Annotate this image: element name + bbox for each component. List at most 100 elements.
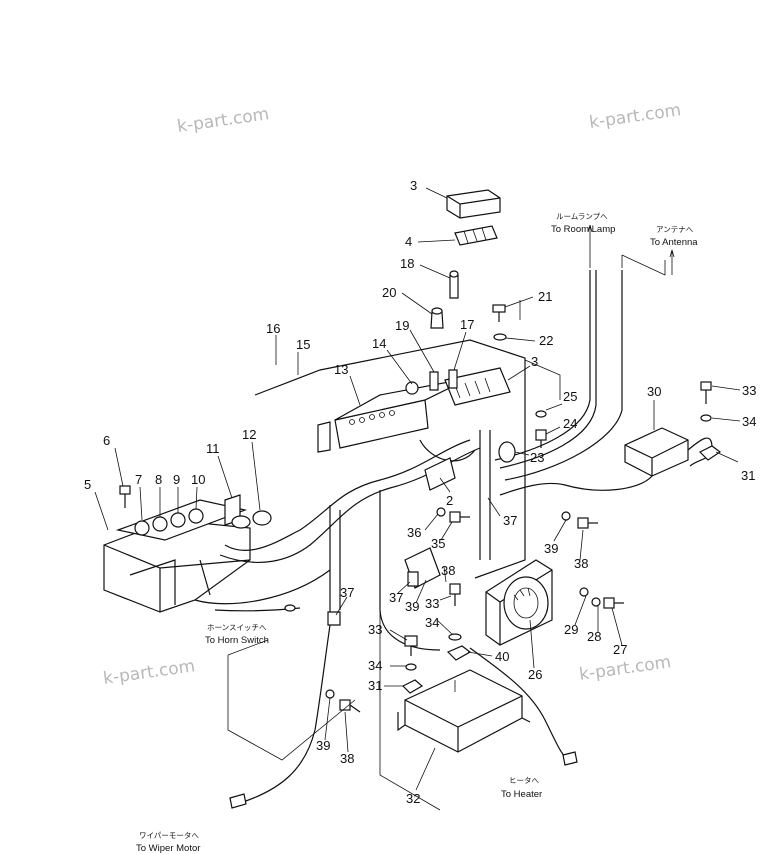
callout-33: 33 [368, 622, 382, 637]
destination-wiper-motor: ワイパーモータへ To Wiper Motor [136, 831, 200, 854]
horn-connector [284, 604, 296, 612]
washer-part [579, 587, 589, 597]
callout-3: 3 [531, 354, 538, 369]
screw-part [492, 304, 506, 322]
heater-connector [562, 751, 578, 766]
washer-part [561, 511, 571, 521]
switch-panel-part [103, 499, 251, 613]
bulb-part [449, 270, 459, 299]
watermark-text: k-part.com [102, 656, 196, 689]
connector-part [498, 441, 516, 463]
washer-part [535, 410, 547, 418]
washer-part [493, 333, 507, 341]
room-lamp-label-jp: ルームランプへ [556, 212, 608, 221]
destination-room-lamp: ルームランプへ To Room Lamp [551, 212, 615, 235]
callout-39: 39 [544, 541, 558, 556]
screw-part [119, 485, 131, 508]
callout-5: 5 [84, 477, 91, 492]
screw-part [449, 511, 470, 523]
antenna-label-jp: アンテナへ [656, 225, 694, 234]
panel-outline [254, 339, 526, 579]
callout-3: 3 [410, 178, 417, 193]
heater-label: To Heater [501, 789, 542, 800]
callout-37: 37 [340, 585, 354, 600]
screw-part [603, 597, 624, 609]
wiper-connector [229, 793, 247, 809]
room-lamp-wire [499, 270, 597, 469]
washer-part [436, 507, 446, 517]
callout-6: 6 [103, 433, 110, 448]
callout-31: 31 [368, 678, 382, 693]
heater-unit-part [397, 669, 531, 753]
horn-label: To Horn Switch [205, 635, 269, 646]
callout-15: 15 [296, 337, 310, 352]
callout-21: 21 [538, 289, 552, 304]
callout-14: 14 [372, 336, 386, 351]
callout-25: 25 [563, 389, 577, 404]
wiper-label-jp: ワイパーモータへ [139, 831, 199, 840]
callout-28: 28 [587, 629, 601, 644]
callout-27: 27 [613, 642, 627, 657]
room-lamp-leader [587, 224, 593, 268]
washer-part [448, 633, 462, 641]
washer-part [405, 663, 417, 671]
callout-10: 10 [191, 472, 205, 487]
heater-wire [469, 647, 567, 759]
callout-23: 23 [530, 450, 544, 465]
callout-18: 18 [400, 256, 414, 271]
callout-37: 37 [389, 590, 403, 605]
callout-38: 38 [441, 563, 455, 578]
screw-part [449, 583, 461, 606]
leader-lines [94, 187, 741, 791]
callout-19: 19 [395, 318, 409, 333]
callout-38: 38 [340, 751, 354, 766]
callout-32: 32 [406, 791, 420, 806]
connector-part [407, 571, 419, 587]
destination-antenna: アンテナへ To Antenna [650, 225, 698, 248]
frame-outline [379, 610, 441, 811]
bracket-part [446, 645, 472, 661]
callout-11: 11 [206, 441, 220, 456]
callout-36: 36 [407, 525, 421, 540]
fuse-box-assembly [317, 367, 511, 453]
callout-34: 34 [425, 615, 439, 630]
callout-16: 16 [266, 321, 280, 336]
watermark-text: k-part.com [176, 104, 270, 137]
harness-wire [194, 569, 331, 605]
callout-2: 2 [446, 493, 453, 508]
bolt-part [535, 429, 547, 448]
callout-34: 34 [368, 658, 382, 673]
callout-4: 4 [405, 234, 412, 249]
fuse-set-part [454, 225, 498, 246]
wiper-wire [239, 624, 331, 804]
callout-12: 12 [242, 427, 256, 442]
screw-part [577, 517, 598, 529]
bracket-part [698, 445, 722, 461]
washer-part [325, 689, 335, 699]
harness-wire [224, 439, 471, 551]
callout-26: 26 [528, 667, 542, 682]
callout-7: 7 [135, 472, 142, 487]
callouts: 3 4 18 20 21 16 15 19 17 22 14 13 3 25 2… [84, 178, 756, 806]
bulb-socket-part [430, 307, 444, 329]
antenna-leader [669, 249, 675, 275]
frame-outline [524, 359, 561, 400]
antenna-wire [504, 270, 623, 481]
callout-35: 35 [431, 536, 445, 551]
callout-29: 29 [564, 622, 578, 637]
callout-34: 34 [742, 414, 756, 429]
antenna-label: To Antenna [650, 237, 698, 248]
washer-part [700, 414, 712, 422]
fuse-cover-part [446, 189, 501, 219]
bracket-part [401, 679, 424, 694]
destination-heater: ヒータへ To Heater [501, 776, 542, 800]
callout-30: 30 [647, 384, 661, 399]
screw-part [700, 381, 712, 404]
callout-22: 22 [539, 333, 553, 348]
callout-24: 24 [563, 416, 577, 431]
radio-unit-part [499, 427, 713, 496]
frame-outline [227, 639, 356, 761]
wiper-label: To Wiper Motor [136, 843, 200, 854]
washer-part [591, 597, 601, 607]
